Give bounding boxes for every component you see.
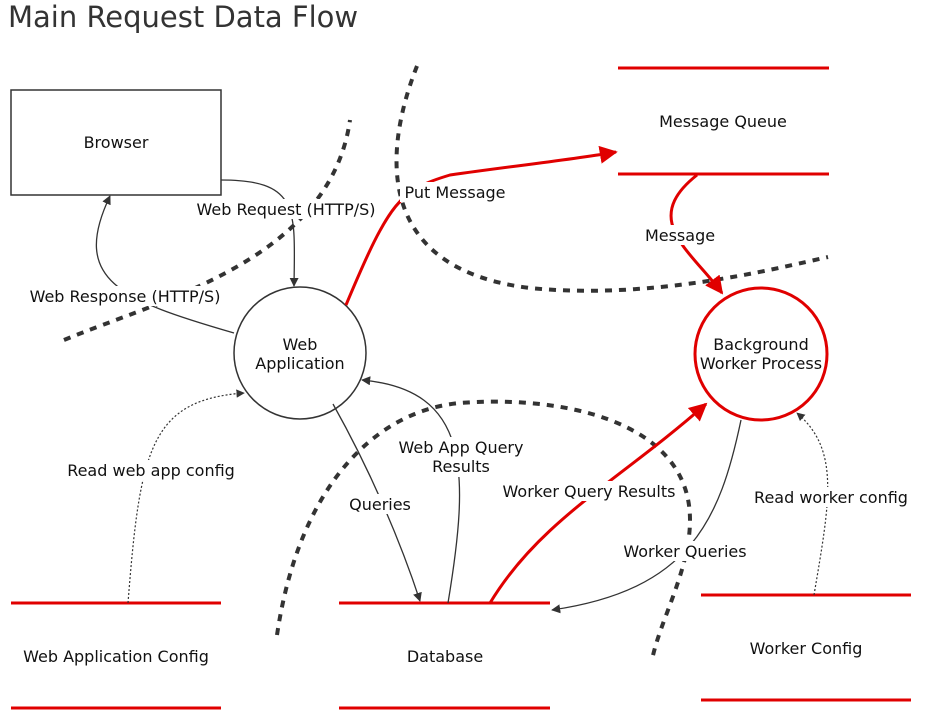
put-message-label: Put Message bbox=[405, 183, 506, 202]
message-label: Message bbox=[645, 226, 715, 245]
web-app-query-results-label-line1: Web App Query bbox=[399, 438, 524, 457]
read-web-app-config-flow bbox=[127, 389, 245, 604]
trust-boundary-queue bbox=[394, 65, 829, 293]
web-application-label-line2: Application bbox=[255, 354, 344, 373]
queries-label: Queries bbox=[349, 495, 411, 514]
web-response-flow bbox=[95, 195, 235, 334]
database-label: Database bbox=[407, 647, 483, 666]
browser-label: Browser bbox=[84, 133, 149, 152]
trust-boundary-browser bbox=[63, 119, 352, 342]
worker-query-results-label: Worker Query Results bbox=[503, 482, 676, 501]
web-request-label: Web Request (HTTP/S) bbox=[196, 200, 375, 219]
worker-queries-label: Worker Queries bbox=[623, 542, 746, 561]
worker-query-results-flow bbox=[488, 402, 708, 604]
read-web-app-config-label: Read web app config bbox=[67, 461, 235, 480]
web-response-label: Web Response (HTTP/S) bbox=[30, 287, 221, 306]
trust-boundary-database bbox=[275, 399, 693, 661]
message-queue-label: Message Queue bbox=[659, 112, 787, 131]
read-worker-config-flow bbox=[796, 412, 829, 596]
worker-config-label: Worker Config bbox=[750, 639, 863, 658]
web-app-config-label: Web Application Config bbox=[23, 647, 209, 666]
read-worker-config-label: Read worker config bbox=[754, 488, 908, 507]
page-title: Main Request Data Flow bbox=[8, 0, 359, 34]
background-worker-label-line1: Background bbox=[713, 335, 808, 354]
background-worker-label-line2: Worker Process bbox=[700, 354, 822, 373]
browser-entity bbox=[10, 89, 222, 196]
background-worker-process bbox=[693, 286, 829, 422]
web-application-label-line1: Web bbox=[283, 335, 318, 354]
worker-queries-flow bbox=[551, 419, 742, 614]
web-app-query-results-label-line2: Results bbox=[432, 457, 490, 476]
web-application-process bbox=[233, 286, 367, 420]
put-message-flow bbox=[344, 145, 618, 306]
